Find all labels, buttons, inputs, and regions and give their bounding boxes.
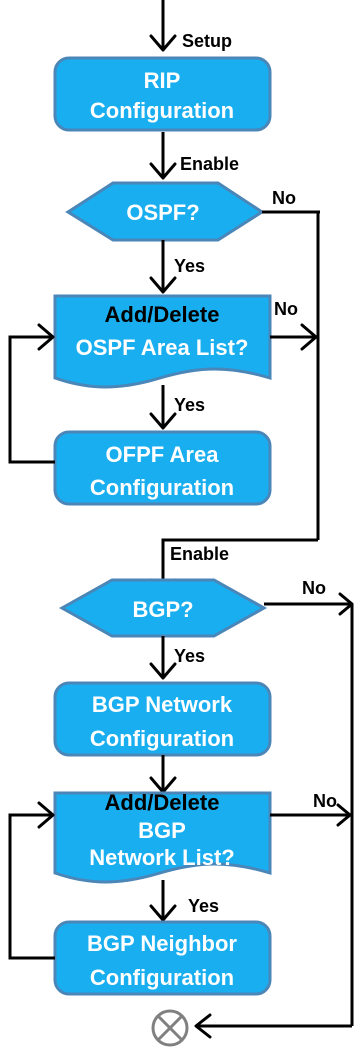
bgp-network-list-node: Add/Delete BGP Network List?: [53, 790, 272, 884]
ospf-list-line2: OSPF Area List?: [76, 335, 249, 360]
ospf-list-line1: Add/Delete: [105, 302, 220, 327]
bgp-no-arrow: [264, 592, 354, 1026]
enable-ospf-label: Enable: [180, 154, 239, 174]
bgp-neighbor-configuration-node: BGP Neighbor Configuration: [53, 920, 272, 996]
ospf-area-line1: OFPF Area: [106, 442, 220, 467]
enable-ospf-arrow: [149, 132, 177, 180]
bgp-no-label: No: [302, 578, 326, 598]
bgp-list-line3: Network List?: [89, 845, 234, 870]
bgp-decision-node: BGP?: [58, 578, 268, 638]
bgp-network-line2: Configuration: [90, 726, 234, 751]
bgp-network-configuration-node: BGP Network Configuration: [53, 681, 272, 757]
ospf-list-yes-arrow: [149, 385, 177, 430]
bgp-loop-arrow: [8, 801, 55, 960]
end-arrow: [194, 1013, 352, 1039]
ospf-no-label: No: [272, 188, 296, 208]
ospf-list-yes-label: Yes: [174, 395, 205, 415]
ospf-decision-label: OSPF?: [126, 200, 199, 225]
end-circle-x-icon: [151, 1009, 189, 1047]
ospf-area-list-node: Add/Delete OSPF Area List?: [53, 294, 272, 389]
ospf-loop-arrow: [8, 323, 55, 464]
rip-line2: Configuration: [90, 98, 234, 123]
bgp-yes-arrow: [149, 636, 177, 680]
bgp-yes-label: Yes: [174, 646, 205, 666]
rip-line1: RIP: [144, 68, 181, 93]
bgp-list-line1: Add/Delete: [105, 790, 220, 815]
ospf-yes-arrow: [149, 240, 177, 294]
bgp-network-line1: BGP Network: [92, 692, 233, 717]
bgp-list-yes-label: Yes: [188, 896, 219, 916]
bgp-neighbor-line2: Configuration: [90, 965, 234, 990]
ospf-no-line: [262, 210, 320, 540]
bgp-decision-label: BGP?: [132, 597, 193, 622]
bgp-list-no-label: No: [313, 791, 337, 811]
bgp-neighbor-line1: BGP Neighbor: [87, 931, 237, 956]
ospf-decision-node: OSPF?: [65, 181, 265, 242]
enable-bgp-label: Enable: [170, 544, 229, 564]
bgp-list-no-arrow: [270, 803, 352, 827]
rip-configuration-node: RIP Configuration: [53, 56, 272, 132]
bgp-list-yes-arrow: [149, 880, 177, 922]
setup-arrow: [149, 0, 177, 52]
setup-label: Setup: [182, 31, 232, 51]
ospf-yes-label: Yes: [174, 256, 205, 276]
ospf-list-no-label: No: [274, 299, 298, 319]
ospf-list-no-arrow: [270, 323, 318, 351]
bgp-list-line2: BGP: [138, 818, 186, 843]
ospf-area-line2: Configuration: [90, 475, 234, 500]
bgp-network-to-list-arrow: [149, 755, 177, 794]
ospf-area-configuration-node: OFPF Area Configuration: [53, 430, 272, 506]
